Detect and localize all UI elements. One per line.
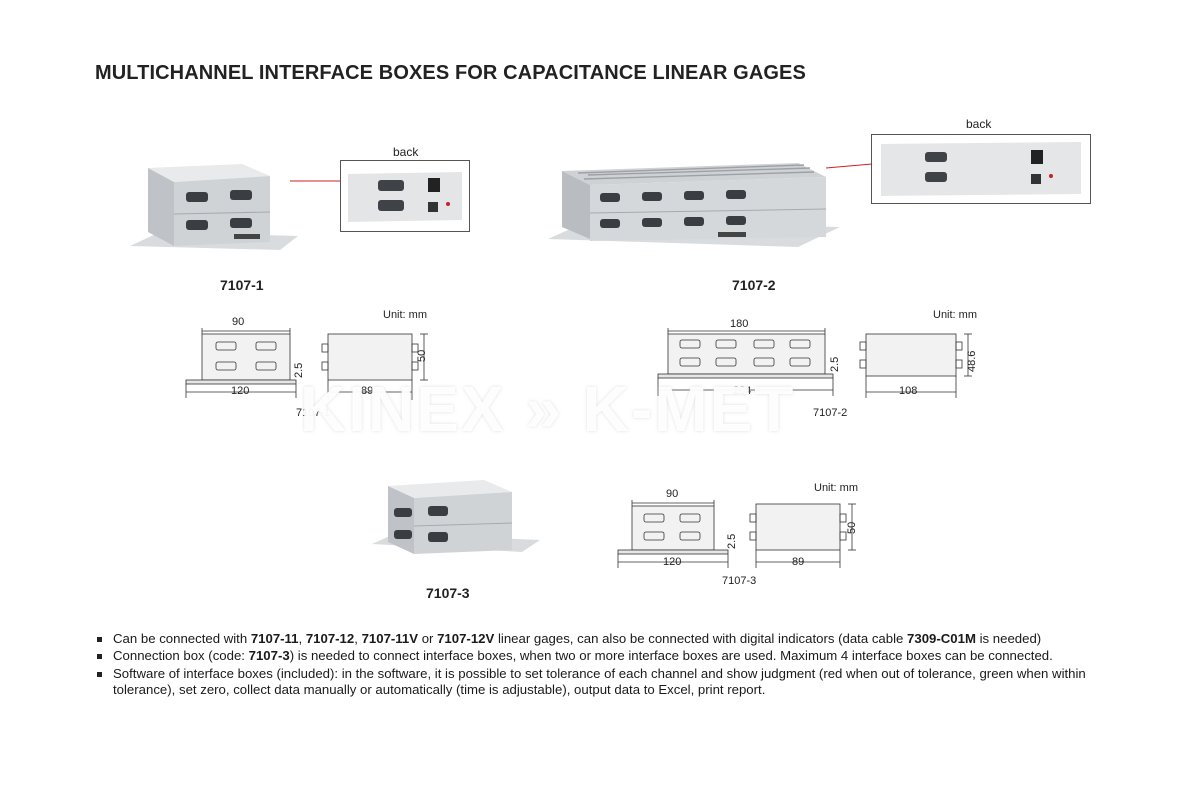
page-title: MULTICHANNEL INTERFACE BOXES FOR CAPACIT…: [95, 62, 806, 84]
dim-width-top: 90: [232, 316, 245, 328]
dim-side-height: 50: [416, 349, 428, 362]
dim-side-width: 108: [899, 385, 918, 397]
callout-line: [290, 180, 342, 182]
bullet-square-icon: [97, 637, 102, 642]
drawing-front-7107-3: [617, 500, 729, 568]
drawing-front-7107-1: [185, 328, 297, 398]
drawing-side-7107-1: [321, 333, 428, 400]
feature-list: Can be connected with 7107-11, 7107-12, …: [97, 631, 1127, 700]
unit-label: Unit: mm: [814, 482, 858, 494]
back-panel-7107-2: [871, 134, 1091, 204]
bullet-square-icon: [97, 671, 102, 677]
product-photo-7107-1: [130, 164, 298, 250]
dim-width-top: 180: [730, 318, 749, 330]
feature-item: Can be connected with 7107-11, 7107-12, …: [97, 631, 1127, 647]
callout-line: [825, 163, 873, 169]
back-label: back: [393, 145, 419, 159]
feature-item: Software of interface boxes (included): …: [97, 666, 1127, 699]
model-label-7107-3: 7107-3: [426, 585, 470, 601]
model-label-7107-2: 7107-2: [732, 277, 776, 293]
feature-item: Connection box (code: 7107-3) is needed …: [97, 648, 1127, 664]
dim-step-height: 2.5: [829, 356, 841, 372]
feature-text: Connection box (code: 7107-3) is needed …: [113, 648, 1053, 664]
dim-width-base: 120: [663, 556, 682, 568]
unit-label: Unit: mm: [933, 309, 977, 321]
drawing-caption: 7107-3: [722, 575, 757, 587]
dim-width-base: 204: [733, 385, 752, 397]
product-photo-7107-3: [372, 480, 540, 554]
product-photo-7107-2: [548, 163, 840, 247]
drawing-caption: 7107-2: [813, 407, 848, 419]
dim-side-width: 89: [361, 385, 374, 397]
back-label: back: [966, 117, 992, 131]
watermark: KINEX » K-MET: [300, 373, 796, 445]
drawing-side-7107-3: [749, 503, 856, 568]
drawing-front-7107-2: [657, 328, 834, 396]
dim-side-height: 48.6: [966, 350, 978, 372]
drawing-caption: 7107-1: [296, 407, 331, 419]
feature-text: Can be connected with 7107-11, 7107-12, …: [113, 631, 1042, 646]
unit-label: Unit: mm: [383, 309, 427, 321]
dim-width-top: 90: [666, 488, 679, 500]
dim-step-height: 2.5: [726, 533, 738, 549]
back-panel-7107-1: [340, 160, 470, 232]
bullet-square-icon: [97, 654, 102, 660]
dim-side-height: 50: [846, 521, 858, 534]
model-label-7107-1: 7107-1: [220, 277, 264, 293]
feature-text: Software of interface boxes (included): …: [113, 665, 1086, 698]
dim-side-width: 89: [792, 556, 805, 568]
drawing-side-7107-2: [859, 333, 972, 398]
dim-width-base: 120: [231, 385, 250, 397]
